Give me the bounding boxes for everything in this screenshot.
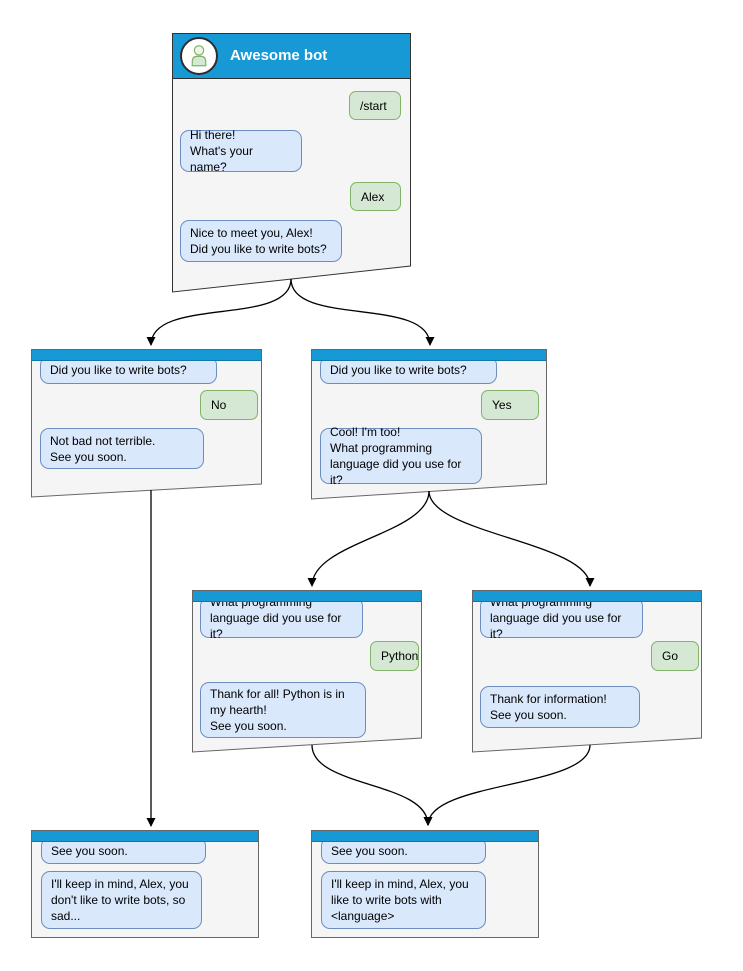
bot-message-language-question: What programming language did you use fo… bbox=[200, 595, 363, 641]
window-lang-go: What programming language did you use fo… bbox=[472, 590, 702, 752]
edge-branch-yes-to-lang-python bbox=[307, 490, 430, 587]
user-message-go: Go bbox=[651, 641, 699, 671]
bot-message-language-question: What programming language did you use fo… bbox=[480, 595, 643, 641]
window-end-yes-titlebar bbox=[312, 831, 538, 842]
bot-message-nice-to-meet: Nice to meet you, Alex! Did you like to … bbox=[180, 220, 342, 262]
user-message-start: /start bbox=[349, 91, 401, 120]
bot-message-greeting: Hi there! What's your name? bbox=[180, 128, 302, 174]
window-main-titlebar: Awesome bot bbox=[172, 33, 411, 79]
window-lang-python: What programming language did you use fo… bbox=[192, 590, 422, 752]
bot-message-keep-in-mind-yes: I'll keep in mind, Alex, you like to wri… bbox=[321, 871, 486, 929]
window-main: Awesome bot /start Hi there! What's your… bbox=[172, 33, 411, 292]
edge-lang-go-to-end-yes bbox=[423, 744, 591, 826]
bot-message-go-thanks: Thank for information! See you soon. bbox=[480, 686, 640, 728]
bot-message-keep-in-mind-no: I'll keep in mind, Alex, you don't like … bbox=[41, 871, 202, 929]
window-lang-go-titlebar bbox=[472, 590, 702, 602]
user-message-python: Python bbox=[370, 641, 419, 671]
window-end-yes: See you soon. I'll keep in mind, Alex, y… bbox=[311, 830, 539, 938]
window-lang-python-titlebar bbox=[192, 590, 422, 602]
bot-message-cool: Cool! I'm too! What programming language… bbox=[320, 425, 482, 487]
window-branch-yes-titlebar bbox=[311, 349, 547, 361]
edge-branch-yes-to-lang-go bbox=[428, 490, 595, 587]
window-branch-no-titlebar bbox=[31, 349, 262, 361]
window-end-no: See you soon. I'll keep in mind, Alex, y… bbox=[31, 830, 259, 938]
person-icon bbox=[191, 44, 207, 66]
edge-main-to-branch-yes bbox=[290, 278, 435, 346]
user-message-no: No bbox=[200, 390, 258, 420]
window-branch-yes: Did you like to write bots? Yes Cool! I'… bbox=[311, 349, 547, 499]
avatar bbox=[180, 36, 218, 75]
bot-message-not-bad: Not bad not terrible. See you soon. bbox=[40, 428, 204, 469]
window-end-no-titlebar bbox=[32, 831, 258, 842]
window-main-title: Awesome bot bbox=[230, 47, 328, 64]
bot-message-python-thanks: Thank for all! Python is in my hearth! S… bbox=[200, 682, 366, 738]
window-branch-no: Did you like to write bots? No Not bad n… bbox=[31, 349, 262, 497]
user-message-name: Alex bbox=[350, 182, 401, 211]
user-message-yes: Yes bbox=[481, 390, 539, 420]
edge-lang-python-to-end-yes bbox=[311, 744, 433, 826]
